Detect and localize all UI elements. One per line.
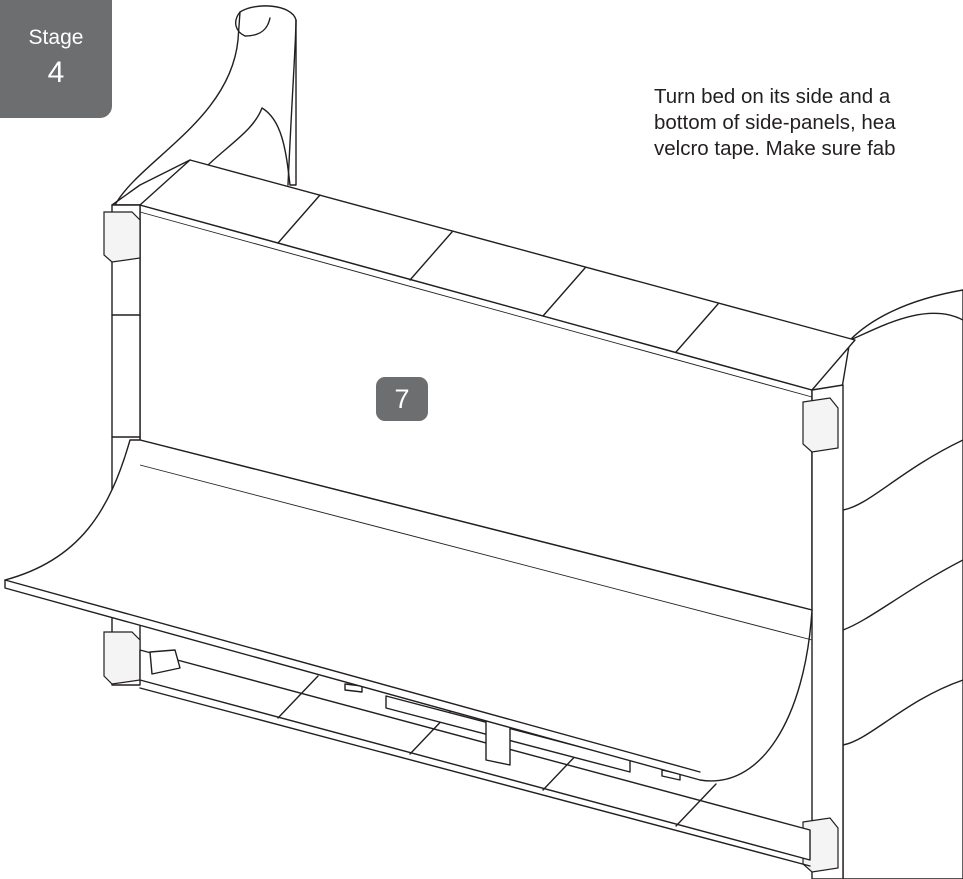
instruction-line: bottom of side-panels, hea: [654, 111, 896, 134]
bottom-slats: [139, 649, 811, 867]
instruction-line: Turn bed on its side and a: [654, 85, 891, 108]
right-frame: [802, 384, 844, 879]
stage-number: 4: [47, 56, 65, 89]
right-end-panel: [839, 289, 963, 879]
stage-badge: Stage 4: [0, 0, 112, 118]
step-number-badge: 7: [376, 377, 428, 421]
top-slats: [139, 159, 856, 398]
stage-label: Stage: [28, 26, 84, 49]
instructions-text: Turn bed on its side and a bottom of sid…: [654, 84, 963, 162]
left-headboard: [114, 5, 297, 206]
instruction-line: velcro tape. Make sure fab: [654, 137, 896, 160]
fabric-flap: [4, 439, 813, 782]
